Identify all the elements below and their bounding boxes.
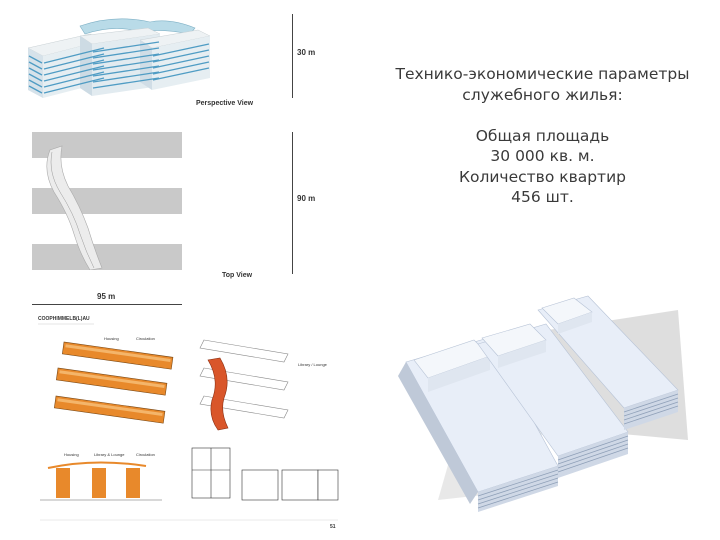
svg-text:Housing: Housing xyxy=(104,336,119,341)
svg-text:Library / Lounge: Library / Lounge xyxy=(298,362,328,367)
length-label: 90 m xyxy=(297,194,316,203)
top-view-label: Top View xyxy=(222,272,253,279)
svg-text:Circulation: Circulation xyxy=(136,452,155,457)
top-view-image xyxy=(32,132,182,270)
area-label: Общая площадь xyxy=(475,126,610,145)
height-label: 30 m xyxy=(297,48,316,57)
plan-sheet-image: COOPHIMMELB(L)AU Housing Circulation Lib… xyxy=(38,316,339,530)
svg-text:Housing: Housing xyxy=(64,452,79,457)
width-dimension-line xyxy=(32,304,182,305)
perspective-label: Perspective View xyxy=(196,100,254,107)
height-dimension-line xyxy=(292,14,293,98)
model-render-image xyxy=(398,295,688,512)
svg-text:Circulation: Circulation xyxy=(136,336,155,341)
width-label: 95 m xyxy=(97,292,116,301)
area-value: 30 000 кв. м. xyxy=(490,147,595,165)
params-title: Технико-экономические параметры xyxy=(395,65,690,83)
sheet-brand: COOPHIMMELB(L)AU xyxy=(38,316,90,322)
parameters-text: Технико-экономические параметры служебно… xyxy=(380,64,705,208)
length-dimension-line xyxy=(292,132,293,274)
svg-text:51: 51 xyxy=(330,524,336,530)
params-subtitle: служебного жилья: xyxy=(462,85,623,104)
apartments-label: Количество квартир xyxy=(458,167,627,186)
perspective-view-image xyxy=(27,18,211,98)
apartments-value: 456 шт. xyxy=(511,188,574,206)
svg-text:Library & Lounge: Library & Lounge xyxy=(94,452,125,457)
